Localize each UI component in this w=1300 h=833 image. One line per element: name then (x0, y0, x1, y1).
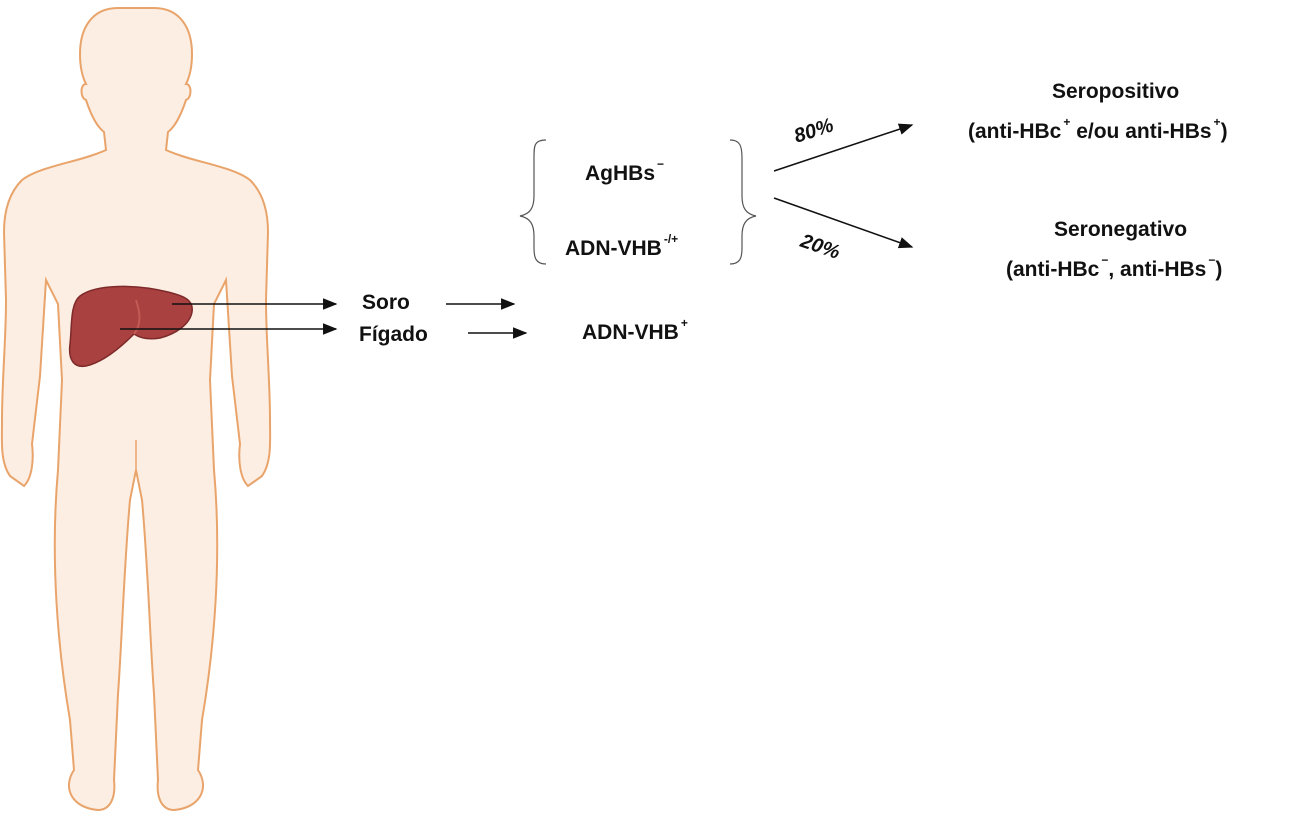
left-brace (520, 140, 546, 264)
right-brace (730, 140, 756, 264)
marker-aghbs: AgHBs− (585, 162, 664, 184)
marker-adn-vhb-liver: ADN-VHB+ (582, 321, 688, 343)
seronegative-title: Seronegativo (1054, 219, 1187, 240)
human-body-illustration (2, 8, 270, 810)
seronegative-detail: (anti-HBc−, anti-HBs−) (1006, 258, 1222, 280)
marker-adn-vhb-serum: ADN-VHB-/+ (565, 237, 678, 259)
serum-label: Soro (362, 292, 410, 313)
liver-label: Fígado (359, 324, 428, 345)
seropositive-title: Seropositivo (1052, 81, 1179, 102)
arrow-to-seronegative (774, 198, 912, 247)
seropositive-detail: (anti-HBc+ e/ou anti-HBs+) (968, 120, 1228, 142)
